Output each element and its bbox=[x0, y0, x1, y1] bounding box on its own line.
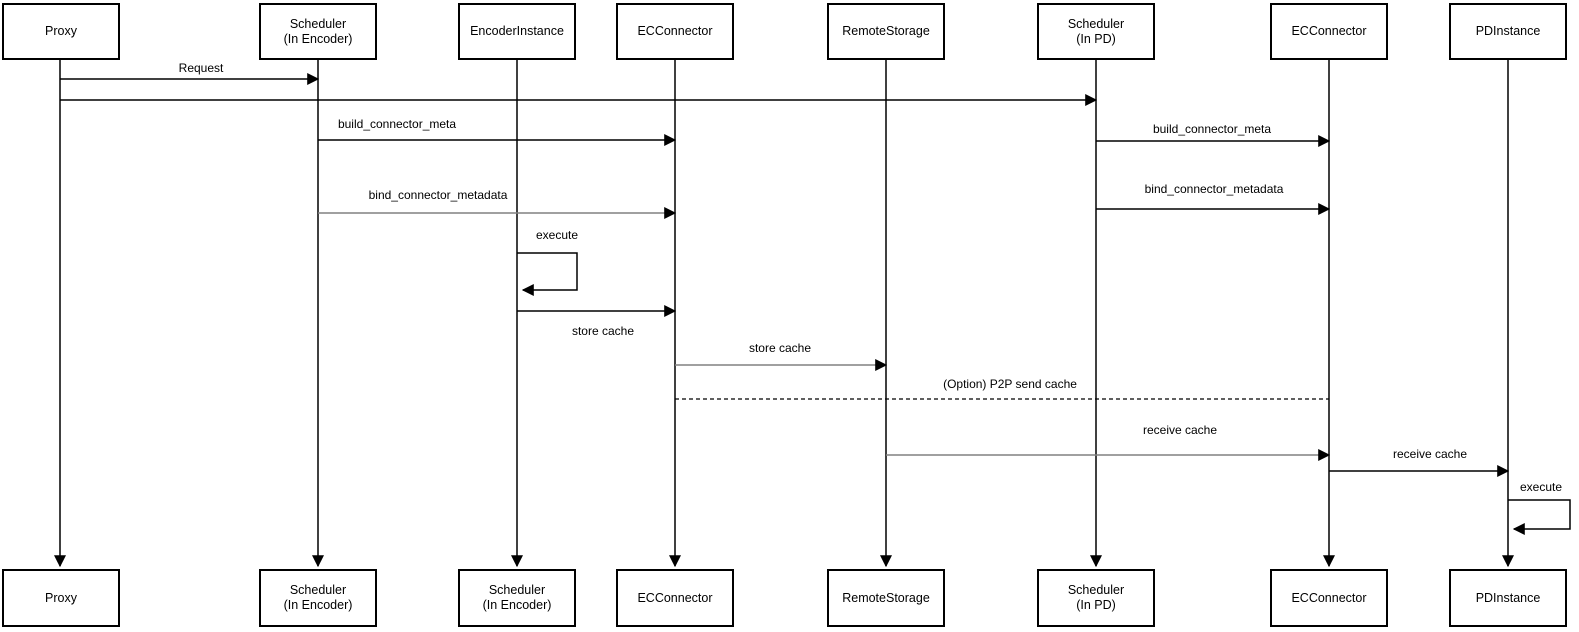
label-bind-metadata-left: bind_connector_metadata bbox=[368, 188, 508, 202]
actor-top-scheduler-encoder: Scheduler (In Encoder) bbox=[259, 3, 377, 60]
actor-bottom-ecconnector-left: ECConnector bbox=[616, 569, 734, 627]
label-store-cache-left: store cache bbox=[571, 324, 635, 338]
actor-bottom-ecconnector-right: ECConnector bbox=[1270, 569, 1388, 627]
actor-top-pdinstance: PDInstance bbox=[1449, 3, 1567, 60]
actor-top-proxy: Proxy bbox=[2, 3, 120, 60]
label-build-meta-right: build_connector_meta bbox=[1152, 122, 1272, 136]
actor-top-scheduler-pd: Scheduler (In PD) bbox=[1037, 3, 1155, 60]
arrow-execute-left-selfloop bbox=[517, 252, 578, 296]
actor-bottom-scheduler-encoder-2: Scheduler (In Encoder) bbox=[458, 569, 576, 627]
arrow-execute-right-selfloop bbox=[1508, 499, 1571, 535]
label-request: Request bbox=[178, 61, 224, 75]
label-execute-right: execute bbox=[1519, 480, 1563, 494]
actor-top-ecconnector-right: ECConnector bbox=[1270, 3, 1388, 60]
actor-bottom-remotestorage: RemoteStorage bbox=[827, 569, 945, 627]
actor-bottom-scheduler-pd: Scheduler (In PD) bbox=[1037, 569, 1155, 627]
label-receive-cache-2: receive cache bbox=[1392, 447, 1468, 461]
actor-bottom-pdinstance: PDInstance bbox=[1449, 569, 1567, 627]
actor-top-remotestorage: RemoteStorage bbox=[827, 3, 945, 60]
label-bind-metadata-right: bind_connector_metadata bbox=[1144, 182, 1284, 196]
label-build-meta-left: build_connector_meta bbox=[337, 117, 457, 131]
label-p2p-send-cache: (Option) P2P send cache bbox=[943, 377, 1077, 391]
actor-top-ecconnector-left: ECConnector bbox=[616, 3, 734, 60]
actor-bottom-proxy: Proxy bbox=[2, 569, 120, 627]
actor-top-encoder-instance: EncoderInstance bbox=[458, 3, 576, 60]
actor-bottom-scheduler-encoder: Scheduler (In Encoder) bbox=[259, 569, 377, 627]
label-receive-cache-1: receive cache bbox=[1142, 423, 1218, 437]
label-store-cache-mid: store cache bbox=[748, 341, 812, 355]
label-execute-left: execute bbox=[535, 228, 579, 242]
